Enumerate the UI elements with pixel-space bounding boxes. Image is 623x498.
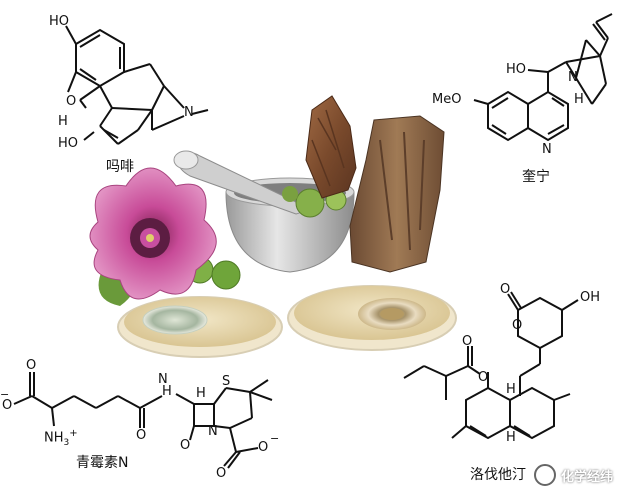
penicillin-atom-h: H	[196, 386, 206, 401]
morphine-name: 吗啡	[106, 159, 134, 175]
petri-dish-right	[287, 285, 457, 351]
morphine-atom-o: O	[66, 94, 77, 109]
penicillin-name: 青霉素N	[76, 455, 129, 471]
poppy-flower	[89, 167, 217, 306]
quinine-name: 奎宁	[522, 169, 550, 185]
quinine-atom-ho: HO	[506, 62, 527, 77]
penicillin-structure	[13, 372, 273, 469]
morphine-structure	[65, 25, 209, 145]
quinine-atom-h: H	[574, 92, 584, 107]
watermark: 化学经纬	[533, 464, 613, 486]
penicillin-atom-s: S	[222, 374, 231, 389]
quinine-structure	[473, 13, 613, 142]
penicillin-atom-n-amide: N	[158, 372, 168, 387]
penicillin-atom-nh: H	[162, 384, 172, 399]
petri-dish-left	[117, 296, 283, 358]
lovastatin-name: 洛伐他汀	[470, 467, 526, 483]
penicillin-atom-nh3: NH3+	[44, 428, 78, 448]
quinine-atom-meo: MeO	[432, 92, 462, 107]
cinchona-bark	[305, 95, 445, 273]
morphine-atom-ho-top: HO	[49, 14, 70, 29]
penicillin-charge-minus: −	[0, 388, 10, 401]
lovastatin-structure	[403, 291, 579, 440]
penicillin-atom-o-lactam: O	[180, 438, 191, 453]
lovastatin-atom-oh: OH	[580, 290, 601, 305]
lovastatin-atom-o-lactone: O	[512, 318, 523, 333]
quinine-atom-n: N	[542, 142, 552, 157]
penicillin-atom-n: N	[208, 424, 218, 439]
penicillin-atom-o-acid: O	[26, 358, 37, 373]
penicillin-atom-o-amide: O	[136, 428, 147, 443]
penicillin-charge-minus2: −	[270, 432, 280, 445]
lovastatin-atom-o-ester: O	[478, 370, 489, 385]
morphine-atom-ho-bottom: HO	[58, 136, 79, 151]
quinine-atom-n-ring: N	[568, 70, 578, 85]
lovastatin-atom-o-ester-co: O	[462, 334, 473, 349]
lovastatin-atom-h2: H	[506, 430, 516, 445]
lovastatin-atom-h1: H	[506, 382, 516, 397]
wechat-logo-icon	[533, 464, 556, 486]
morphine-atom-h: H	[58, 114, 68, 129]
penicillin-atom-o-minus: O	[2, 398, 13, 413]
lovastatin-atom-o-lactone-co: O	[500, 282, 511, 297]
penicillin-atom-o-minus2: O	[258, 440, 269, 455]
morphine-atom-n: N	[184, 105, 194, 120]
penicillin-atom-o-carb: O	[216, 466, 227, 481]
watermark-text: 化学经纬	[560, 469, 613, 485]
